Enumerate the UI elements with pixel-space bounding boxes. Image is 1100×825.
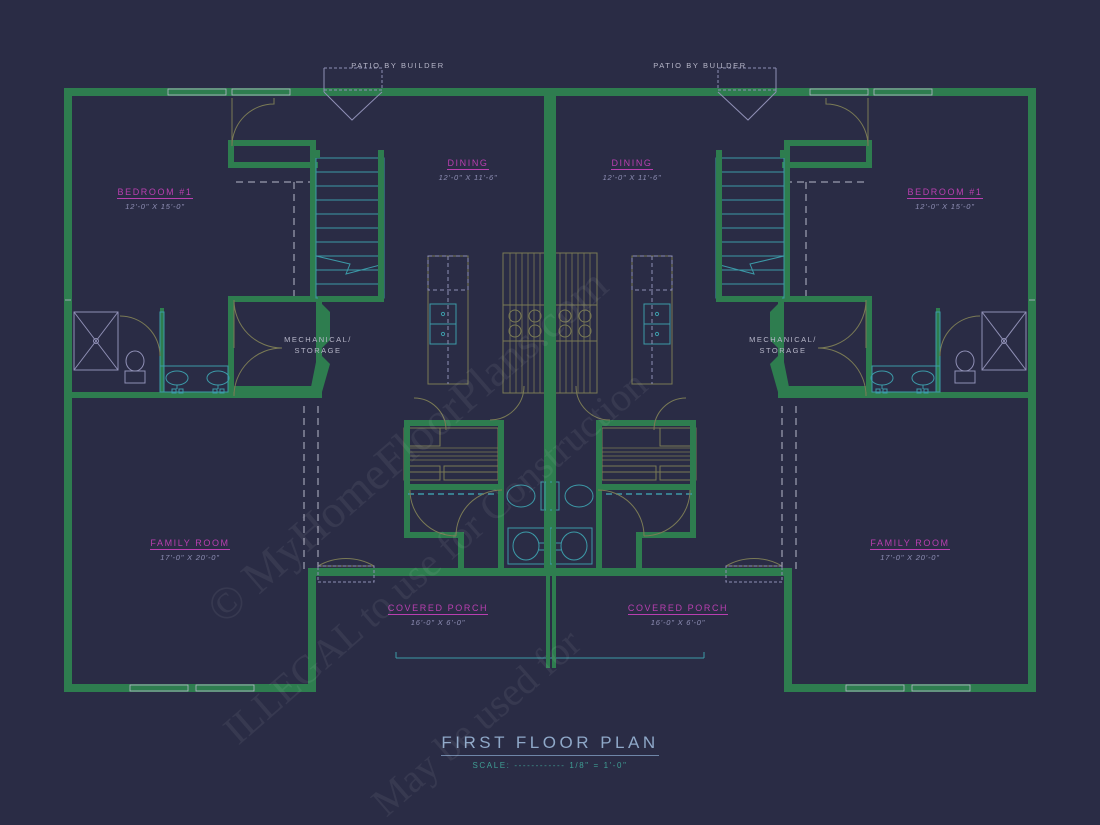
right-patio-door [717, 67, 777, 121]
right-windows [809, 88, 1035, 692]
left-interior-doors [409, 385, 525, 537]
left-laundry-closet [403, 427, 499, 481]
left-dashed-lines [236, 181, 319, 570]
right-laundry-closet [601, 427, 697, 481]
left-kitchen [427, 252, 548, 394]
right-interior-doors [575, 385, 691, 537]
right-interior-walls [770, 140, 1036, 398]
left-bedroom-door [231, 98, 283, 397]
right-entry-door [725, 557, 783, 583]
left-windows [65, 88, 291, 692]
left-patio-door [323, 67, 383, 121]
left-unit-plan [64, 67, 556, 692]
right-dashed-lines [781, 181, 864, 570]
right-unit-plan [544, 67, 1036, 692]
right-bathroom-fixtures [870, 311, 1027, 394]
right-kitchen [552, 252, 673, 394]
party-wall [546, 88, 556, 668]
left-powder-room [404, 420, 556, 572]
left-interior-walls [64, 140, 330, 398]
right-bedroom-door [817, 98, 869, 397]
left-bathroom-fixtures [73, 311, 230, 394]
left-entry-door [317, 557, 375, 583]
left-stairs [314, 150, 385, 302]
right-stairs [715, 150, 786, 302]
